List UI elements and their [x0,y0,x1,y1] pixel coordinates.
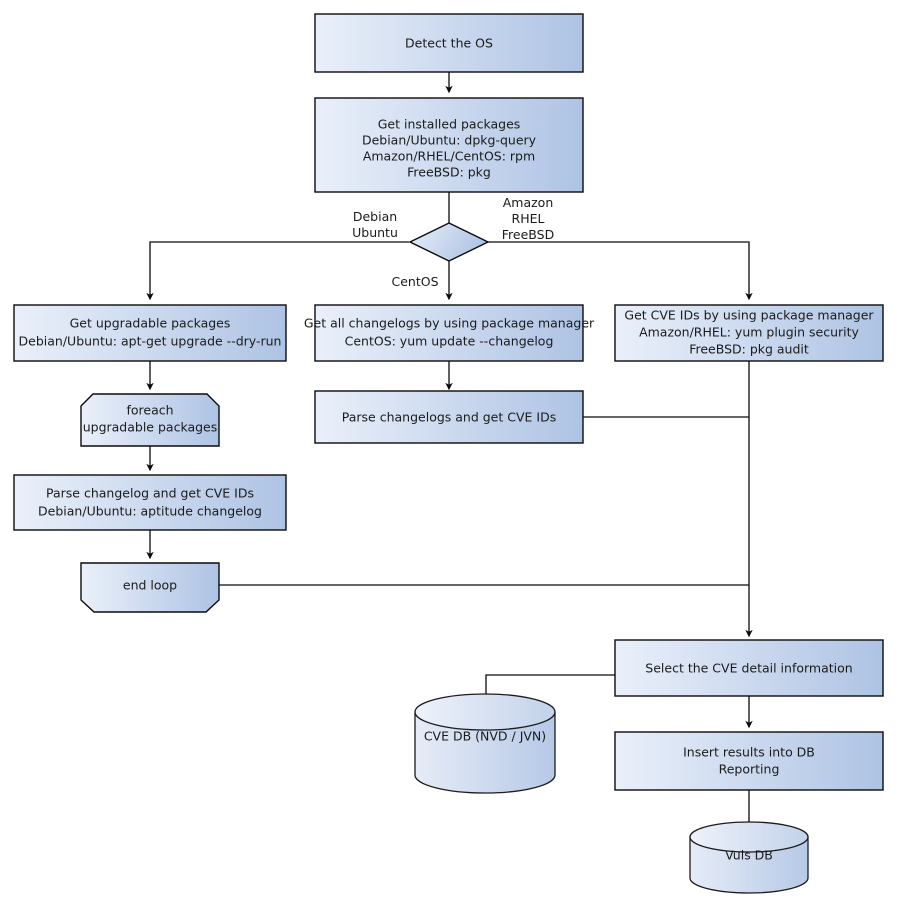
node-get-cve-ids-pkg-manager[interactable]: Get CVE IDs by using package manager Ama… [614,304,884,362]
node-cve-db[interactable]: CVE DB (NVD / JVN) [414,693,556,794]
node-insert-results-line-0: Insert results into DB [683,745,815,760]
node-get-upgradable-packages-shape [13,304,287,362]
node-foreach-upgradable-packages-shape [80,393,220,447]
node-parse-changelog-cve-ids-shape [13,474,287,531]
node-parse-changelog-cve-ids-line-0: Parse changelog and get CVE IDs [46,486,254,501]
node-end-loop-shape [80,562,220,613]
edge-decision-left-trunk [146,241,409,301]
edge-label-amazon-rhel-freebsd-line-0: Amazon [503,195,554,210]
edge-label-debian-ubuntu-line-0: Debian [353,209,397,224]
node-detect-os[interactable]: Detect the OS [314,13,584,73]
node-foreach-upgradable-packages-line-1: upgradable packages [83,420,218,435]
node-insert-results-shape [614,731,884,791]
node-get-all-changelogs-line-0: Get all changelogs by using package mana… [304,316,595,331]
node-parse-changelogs-cve-ids-shape [314,390,584,444]
node-parse-changelog-cve-ids[interactable]: Parse changelog and get CVE IDs Debian/U… [13,474,287,531]
edge-label-centos-line-0: CentOS [391,274,438,289]
node-insert-results-line-1: Reporting [719,762,780,777]
node-get-all-changelogs-line-1: CentOS: yum update --changelog [345,334,554,349]
node-get-cve-ids-pkg-manager-line-1: Amazon/RHEL: yum plugin security [639,325,859,340]
node-get-all-changelogs[interactable]: Get all changelogs by using package mana… [304,304,595,362]
edge-label-centos: CentOS [391,274,438,289]
node-get-installed-packages-line-3: FreeBSD: pkg [407,165,491,180]
node-parse-changelog-cve-ids-line-1: Debian/Ubuntu: aptitude changelog [38,504,262,519]
node-os-decision-shape [408,222,490,262]
node-foreach-upgradable-packages-line-0: foreach [126,403,173,418]
node-get-cve-ids-pkg-manager-line-2: FreeBSD: pkg audit [689,342,809,357]
edge-label-amazon-rhel-freebsd-line-1: RHEL [512,211,545,226]
node-foreach-upgradable-packages[interactable]: foreach upgradable packages [80,393,220,447]
node-get-cve-ids-pkg-manager-line-0: Get CVE IDs by using package manager [624,308,874,323]
node-select-cve-detail-line-0: Select the CVE detail information [645,661,852,676]
node-end-loop-line-0: end loop [123,578,177,593]
node-get-installed-packages-line-0: Get installed packages [378,117,521,132]
node-vuls-db-top [689,821,809,853]
edge-label-debian-ubuntu-line-1: Ubuntu [352,225,398,240]
node-get-all-changelogs-shape [314,304,584,362]
node-vuls-db[interactable]: Vuls DB [689,821,809,894]
node-os-decision[interactable] [408,222,490,262]
edge-label-amazon-rhel-freebsd: Amazon RHEL FreeBSD [502,195,554,242]
edge-label-debian-ubuntu: Debian Ubuntu [352,209,398,240]
node-cve-db-body [414,711,556,794]
node-detect-os-shape [314,13,584,73]
node-parse-changelogs-cve-ids-line-0: Parse changelogs and get CVE IDs [342,410,556,425]
edge-decision-right-trunk [488,241,753,301]
node-cve-db-line-0: CVE DB (NVD / JVN) [424,729,546,744]
node-insert-results[interactable]: Insert results into DB Reporting [614,731,884,791]
node-select-cve-detail-shape [614,639,884,697]
node-end-loop[interactable]: end loop [80,562,220,613]
node-get-cve-ids-pkg-manager-shape [614,304,884,362]
node-detect-os-line-0: Detect the OS [405,36,493,51]
node-get-installed-packages-line-1: Debian/Ubuntu: dpkg-query [362,133,537,148]
edge-label-amazon-rhel-freebsd-line-2: FreeBSD [502,227,554,242]
node-get-installed-packages-shape [314,97,584,193]
node-vuls-db-body [689,836,809,894]
node-get-installed-packages-line-2: Amazon/RHEL/CentOS: rpm [363,149,535,164]
node-parse-changelogs-cve-ids[interactable]: Parse changelogs and get CVE IDs [314,390,584,444]
node-vuls-db-line-0: Vuls DB [725,848,773,863]
node-select-cve-detail[interactable]: Select the CVE detail information [614,639,884,697]
node-get-upgradable-packages-line-1: Debian/Ubuntu: apt-get upgrade --dry-run [19,334,282,349]
node-get-upgradable-packages[interactable]: Get upgradable packages Debian/Ubuntu: a… [13,304,287,362]
node-get-upgradable-packages-line-0: Get upgradable packages [70,316,231,331]
node-cve-db-top [414,693,556,731]
node-get-installed-packages[interactable]: Get installed packages Debian/Ubuntu: dp… [314,97,584,193]
